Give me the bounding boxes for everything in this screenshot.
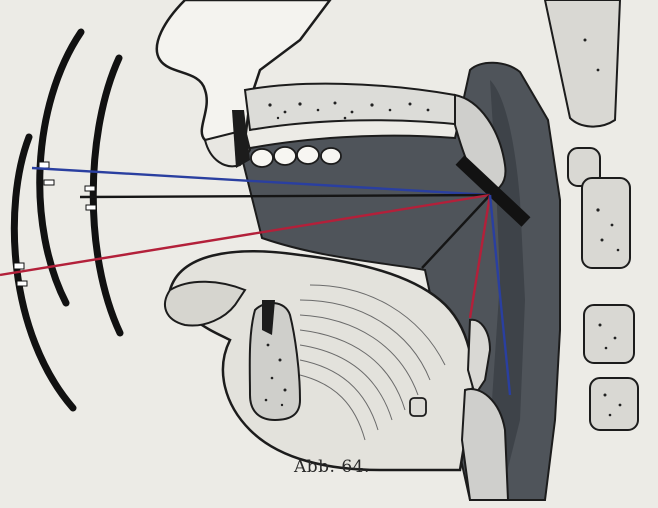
figure-caption: Abb. 64. [294, 457, 370, 477]
hyoid-bone [410, 398, 426, 416]
